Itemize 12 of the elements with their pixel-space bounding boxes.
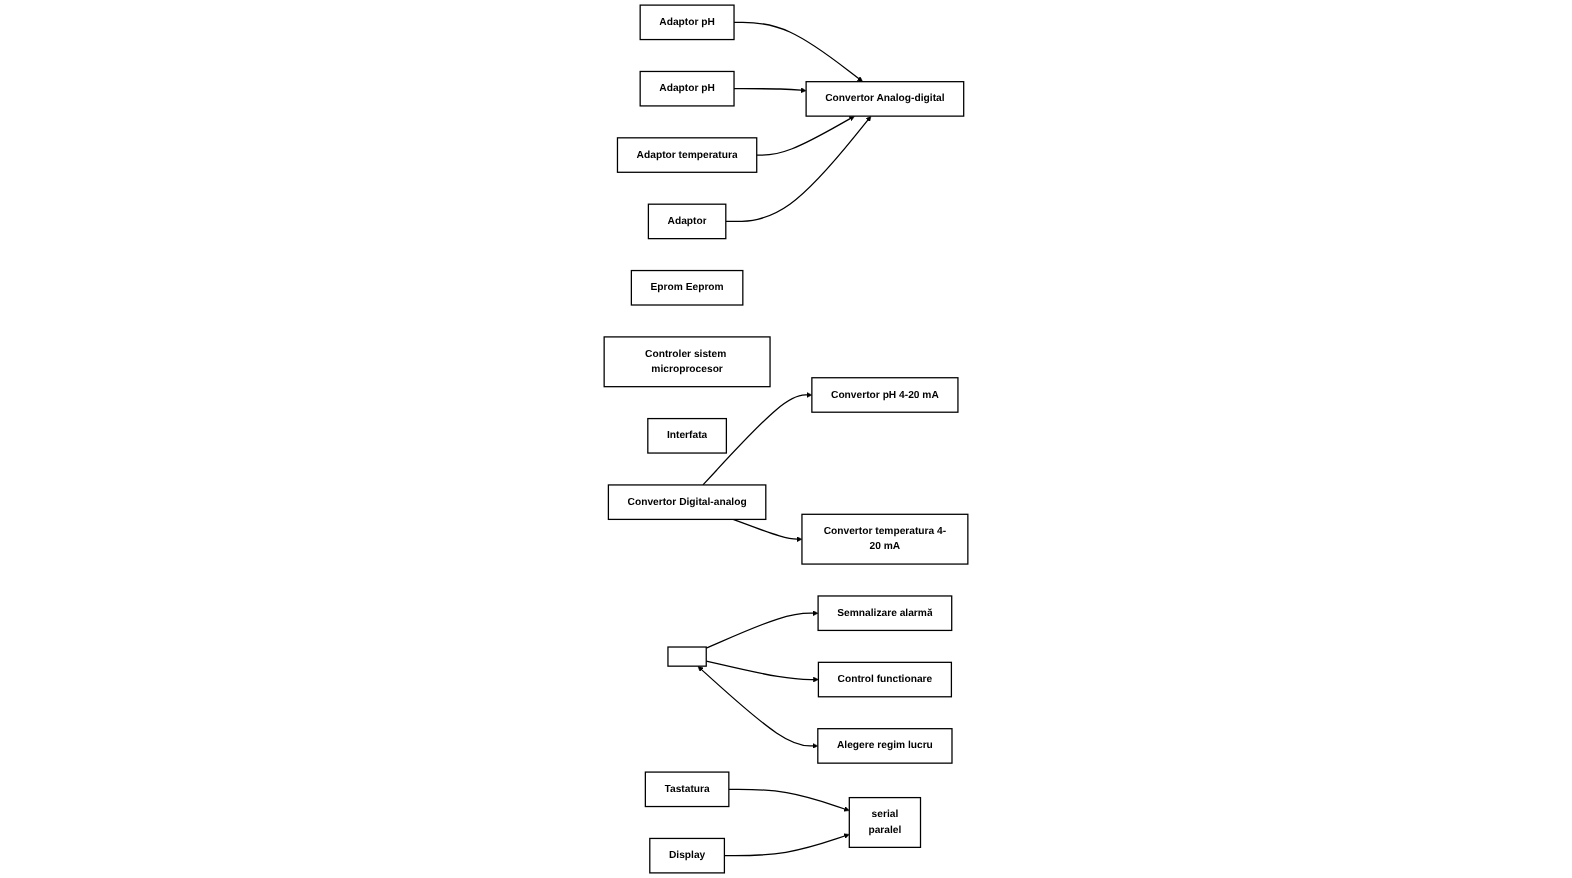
arrow — [733, 87, 807, 94]
arrow — [728, 788, 850, 812]
arrow — [705, 660, 819, 683]
arrow — [697, 666, 819, 749]
node-box — [667, 646, 707, 667]
arrow — [702, 392, 813, 486]
arrow — [733, 21, 863, 82]
arrow — [705, 610, 819, 649]
arrow — [723, 833, 850, 857]
arrow — [725, 115, 872, 223]
arrow — [732, 518, 803, 542]
arrow — [756, 115, 855, 156]
